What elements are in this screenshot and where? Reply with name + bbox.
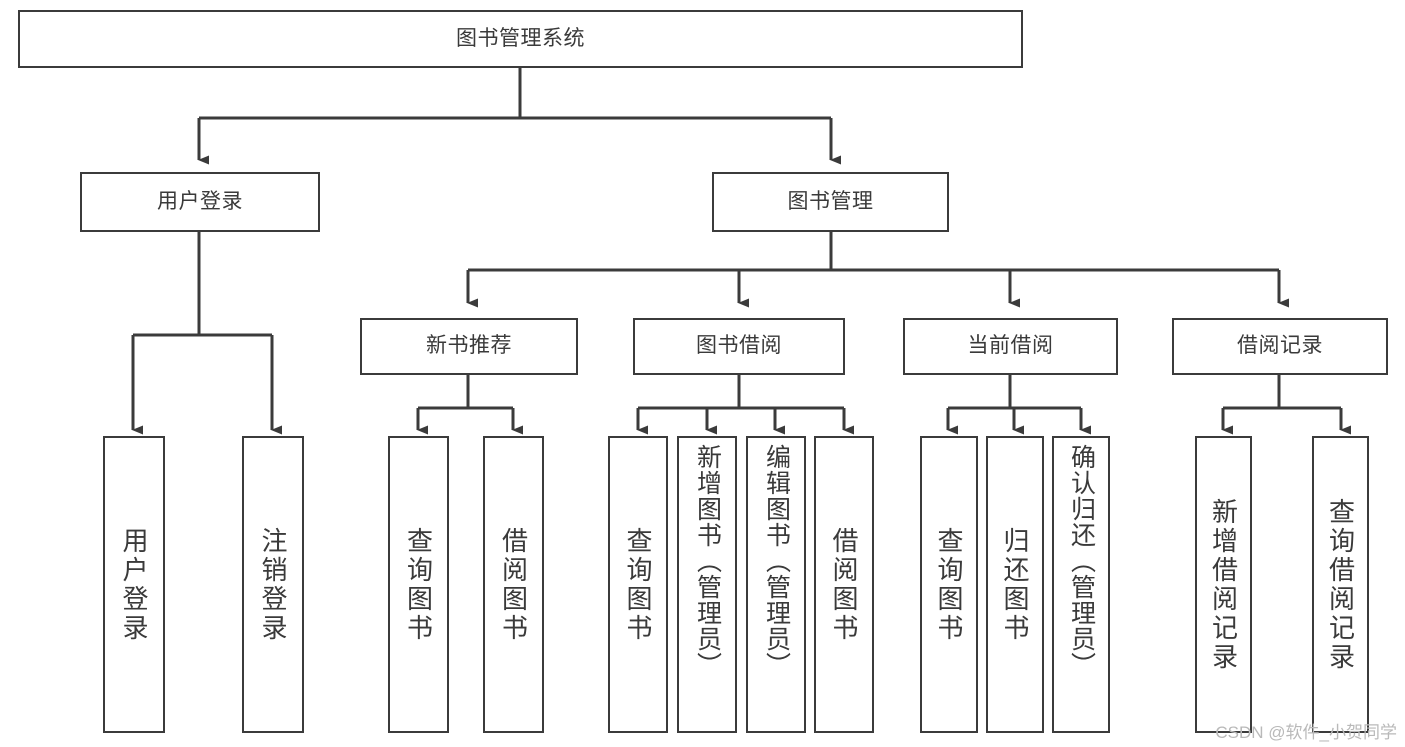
node-current-borrow[interactable]: 当前借阅 [903, 318, 1118, 375]
watermark-text: CSDN @软件_小贺同学 [1215, 723, 1397, 742]
node-leaf-user-login-label: 用户登录 [119, 526, 149, 643]
node-root[interactable]: 图书管理系统 [18, 10, 1023, 68]
node-book-borrow-label: 图书借阅 [696, 334, 782, 358]
node-borrow-record-label: 借阅记录 [1237, 334, 1323, 358]
node-leaf-return-book-label: 归还图书 [1000, 526, 1030, 643]
node-new-book-recommend-label: 新书推荐 [426, 334, 512, 358]
node-root-label: 图书管理系统 [456, 26, 585, 50]
node-leaf-add-borrow-record-label: 新增借阅记录 [1208, 497, 1239, 672]
node-book-management-label: 图书管理 [787, 189, 874, 213]
node-leaf-confirm-return-label: 确认归还（管理员） [1067, 444, 1096, 678]
node-new-book-recommend[interactable]: 新书推荐 [360, 318, 578, 375]
node-leaf-add-book[interactable]: 新增图书（管理员） [677, 436, 737, 733]
node-leaf-query-borrow-record-label: 查询借阅记录 [1325, 497, 1356, 672]
node-leaf-query-book-2-label: 查询图书 [623, 526, 653, 643]
node-leaf-confirm-return[interactable]: 确认归还（管理员） [1052, 436, 1110, 733]
node-leaf-logout-login-label: 注销登录 [258, 526, 288, 643]
node-leaf-borrow-book-2[interactable]: 借阅图书 [814, 436, 874, 733]
node-leaf-add-borrow-record[interactable]: 新增借阅记录 [1195, 436, 1252, 733]
node-leaf-edit-book-label: 编辑图书（管理员） [762, 444, 791, 678]
node-leaf-edit-book[interactable]: 编辑图书（管理员） [746, 436, 806, 733]
node-user-login-label: 用户登录 [157, 189, 243, 213]
node-leaf-query-book-3-label: 查询图书 [934, 526, 964, 643]
node-borrow-record[interactable]: 借阅记录 [1172, 318, 1388, 375]
node-leaf-borrow-book-1[interactable]: 借阅图书 [483, 436, 544, 733]
node-leaf-return-book[interactable]: 归还图书 [986, 436, 1044, 733]
node-leaf-query-borrow-record[interactable]: 查询借阅记录 [1312, 436, 1369, 733]
node-user-login[interactable]: 用户登录 [80, 172, 320, 232]
node-book-management[interactable]: 图书管理 [712, 172, 949, 232]
node-leaf-query-book-1-label: 查询图书 [403, 526, 434, 643]
node-leaf-add-book-label: 新增图书（管理员） [693, 444, 722, 678]
node-book-borrow[interactable]: 图书借阅 [633, 318, 845, 375]
node-leaf-query-book-1[interactable]: 查询图书 [388, 436, 449, 733]
node-leaf-query-book-2[interactable]: 查询图书 [608, 436, 668, 733]
node-leaf-query-book-3[interactable]: 查询图书 [920, 436, 978, 733]
node-leaf-user-login[interactable]: 用户登录 [103, 436, 165, 733]
node-current-borrow-label: 当前借阅 [967, 334, 1054, 358]
node-leaf-logout-login[interactable]: 注销登录 [242, 436, 304, 733]
node-leaf-borrow-book-2-label: 借阅图书 [829, 526, 859, 643]
node-leaf-borrow-book-1-label: 借阅图书 [498, 526, 529, 643]
